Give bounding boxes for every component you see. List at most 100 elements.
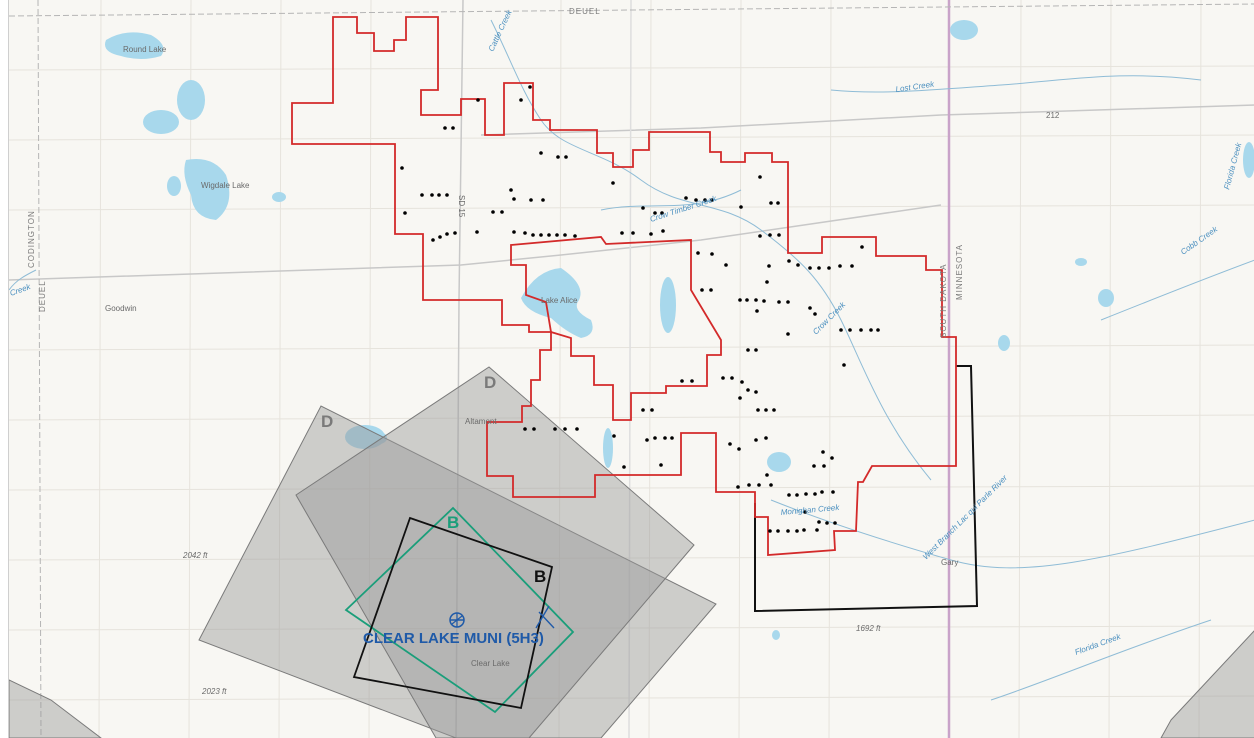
turbine-marker[interactable] <box>769 201 773 205</box>
turbine-marker[interactable] <box>709 288 713 292</box>
turbine-marker[interactable] <box>795 493 799 497</box>
turbine-marker[interactable] <box>787 259 791 263</box>
turbine-marker[interactable] <box>445 232 449 236</box>
turbine-marker[interactable] <box>556 155 560 159</box>
turbine-marker[interactable] <box>653 436 657 440</box>
turbine-marker[interactable] <box>833 521 837 525</box>
turbine-marker[interactable] <box>641 408 645 412</box>
turbine-marker[interactable] <box>547 233 551 237</box>
turbine-marker[interactable] <box>512 197 516 201</box>
turbine-marker[interactable] <box>523 427 527 431</box>
turbine-marker[interactable] <box>509 188 513 192</box>
turbine-marker[interactable] <box>772 408 776 412</box>
turbine-marker[interactable] <box>622 465 626 469</box>
turbine-marker[interactable] <box>430 193 434 197</box>
turbine-marker[interactable] <box>869 328 873 332</box>
turbine-marker[interactable] <box>539 233 543 237</box>
turbine-marker[interactable] <box>747 483 751 487</box>
turbine-marker[interactable] <box>754 348 758 352</box>
turbine-marker[interactable] <box>842 363 846 367</box>
turbine-marker[interactable] <box>786 300 790 304</box>
turbine-marker[interactable] <box>710 252 714 256</box>
turbine-marker[interactable] <box>724 263 728 267</box>
turbine-marker[interactable] <box>831 490 835 494</box>
turbine-marker[interactable] <box>491 210 495 214</box>
turbine-marker[interactable] <box>531 233 535 237</box>
turbine-marker[interactable] <box>767 264 771 268</box>
turbine-marker[interactable] <box>564 155 568 159</box>
turbine-marker[interactable] <box>500 210 504 214</box>
turbine-marker[interactable] <box>445 193 449 197</box>
turbine-marker[interactable] <box>663 436 667 440</box>
turbine-marker[interactable] <box>553 427 557 431</box>
turbine-marker[interactable] <box>817 266 821 270</box>
turbine-marker[interactable] <box>745 298 749 302</box>
turbine-marker[interactable] <box>703 198 707 202</box>
turbine-marker[interactable] <box>730 376 734 380</box>
turbine-marker[interactable] <box>738 396 742 400</box>
turbine-marker[interactable] <box>523 231 527 235</box>
turbine-marker[interactable] <box>438 235 442 239</box>
turbine-marker[interactable] <box>756 408 760 412</box>
turbine-marker[interactable] <box>641 206 645 210</box>
turbine-marker[interactable] <box>804 492 808 496</box>
turbine-marker[interactable] <box>821 450 825 454</box>
turbine-marker[interactable] <box>659 463 663 467</box>
turbine-marker[interactable] <box>827 266 831 270</box>
turbine-marker[interactable] <box>684 196 688 200</box>
turbine-marker[interactable] <box>765 280 769 284</box>
turbine-marker[interactable] <box>660 211 664 215</box>
turbine-marker[interactable] <box>620 231 624 235</box>
turbine-marker[interactable] <box>739 205 743 209</box>
turbine-marker[interactable] <box>740 380 744 384</box>
turbine-marker[interactable] <box>786 529 790 533</box>
turbine-marker[interactable] <box>768 529 772 533</box>
turbine-marker[interactable] <box>661 229 665 233</box>
turbine-marker[interactable] <box>555 233 559 237</box>
turbine-marker[interactable] <box>631 231 635 235</box>
turbine-marker[interactable] <box>563 233 567 237</box>
turbine-marker[interactable] <box>757 483 761 487</box>
turbine-marker[interactable] <box>573 234 577 238</box>
turbine-marker[interactable] <box>649 232 653 236</box>
turbine-marker[interactable] <box>541 198 545 202</box>
turbine-marker[interactable] <box>825 521 829 525</box>
turbine-marker[interactable] <box>776 529 780 533</box>
turbine-marker[interactable] <box>795 529 799 533</box>
turbine-marker[interactable] <box>762 299 766 303</box>
turbine-marker[interactable] <box>754 438 758 442</box>
turbine-marker[interactable] <box>850 264 854 268</box>
turbine-marker[interactable] <box>755 309 759 313</box>
turbine-marker[interactable] <box>820 490 824 494</box>
turbine-marker[interactable] <box>765 473 769 477</box>
turbine-marker[interactable] <box>839 328 843 332</box>
turbine-marker[interactable] <box>650 408 654 412</box>
turbine-marker[interactable] <box>796 263 800 267</box>
turbine-marker[interactable] <box>645 438 649 442</box>
turbine-marker[interactable] <box>859 328 863 332</box>
turbine-marker[interactable] <box>528 85 532 89</box>
turbine-marker[interactable] <box>803 510 807 514</box>
turbine-marker[interactable] <box>822 464 826 468</box>
turbine-marker[interactable] <box>519 98 523 102</box>
turbine-marker[interactable] <box>746 388 750 392</box>
turbine-marker[interactable] <box>403 211 407 215</box>
turbine-marker[interactable] <box>611 181 615 185</box>
turbine-marker[interactable] <box>758 234 762 238</box>
turbine-marker[interactable] <box>721 376 725 380</box>
turbine-marker[interactable] <box>787 493 791 497</box>
turbine-marker[interactable] <box>728 442 732 446</box>
turbine-marker[interactable] <box>738 298 742 302</box>
turbine-marker[interactable] <box>758 175 762 179</box>
turbine-marker[interactable] <box>451 126 455 130</box>
turbine-marker[interactable] <box>830 456 834 460</box>
turbine-marker[interactable] <box>475 230 479 234</box>
turbine-marker[interactable] <box>808 266 812 270</box>
turbine-marker[interactable] <box>453 231 457 235</box>
turbine-marker[interactable] <box>808 306 812 310</box>
turbine-marker[interactable] <box>476 98 480 102</box>
map-canvas[interactable]: DEUEL CODINGTON DEUEL SOUTH DAKOTA MINNE… <box>9 0 1254 738</box>
turbine-marker[interactable] <box>777 233 781 237</box>
turbine-marker[interactable] <box>539 151 543 155</box>
turbine-marker[interactable] <box>612 434 616 438</box>
